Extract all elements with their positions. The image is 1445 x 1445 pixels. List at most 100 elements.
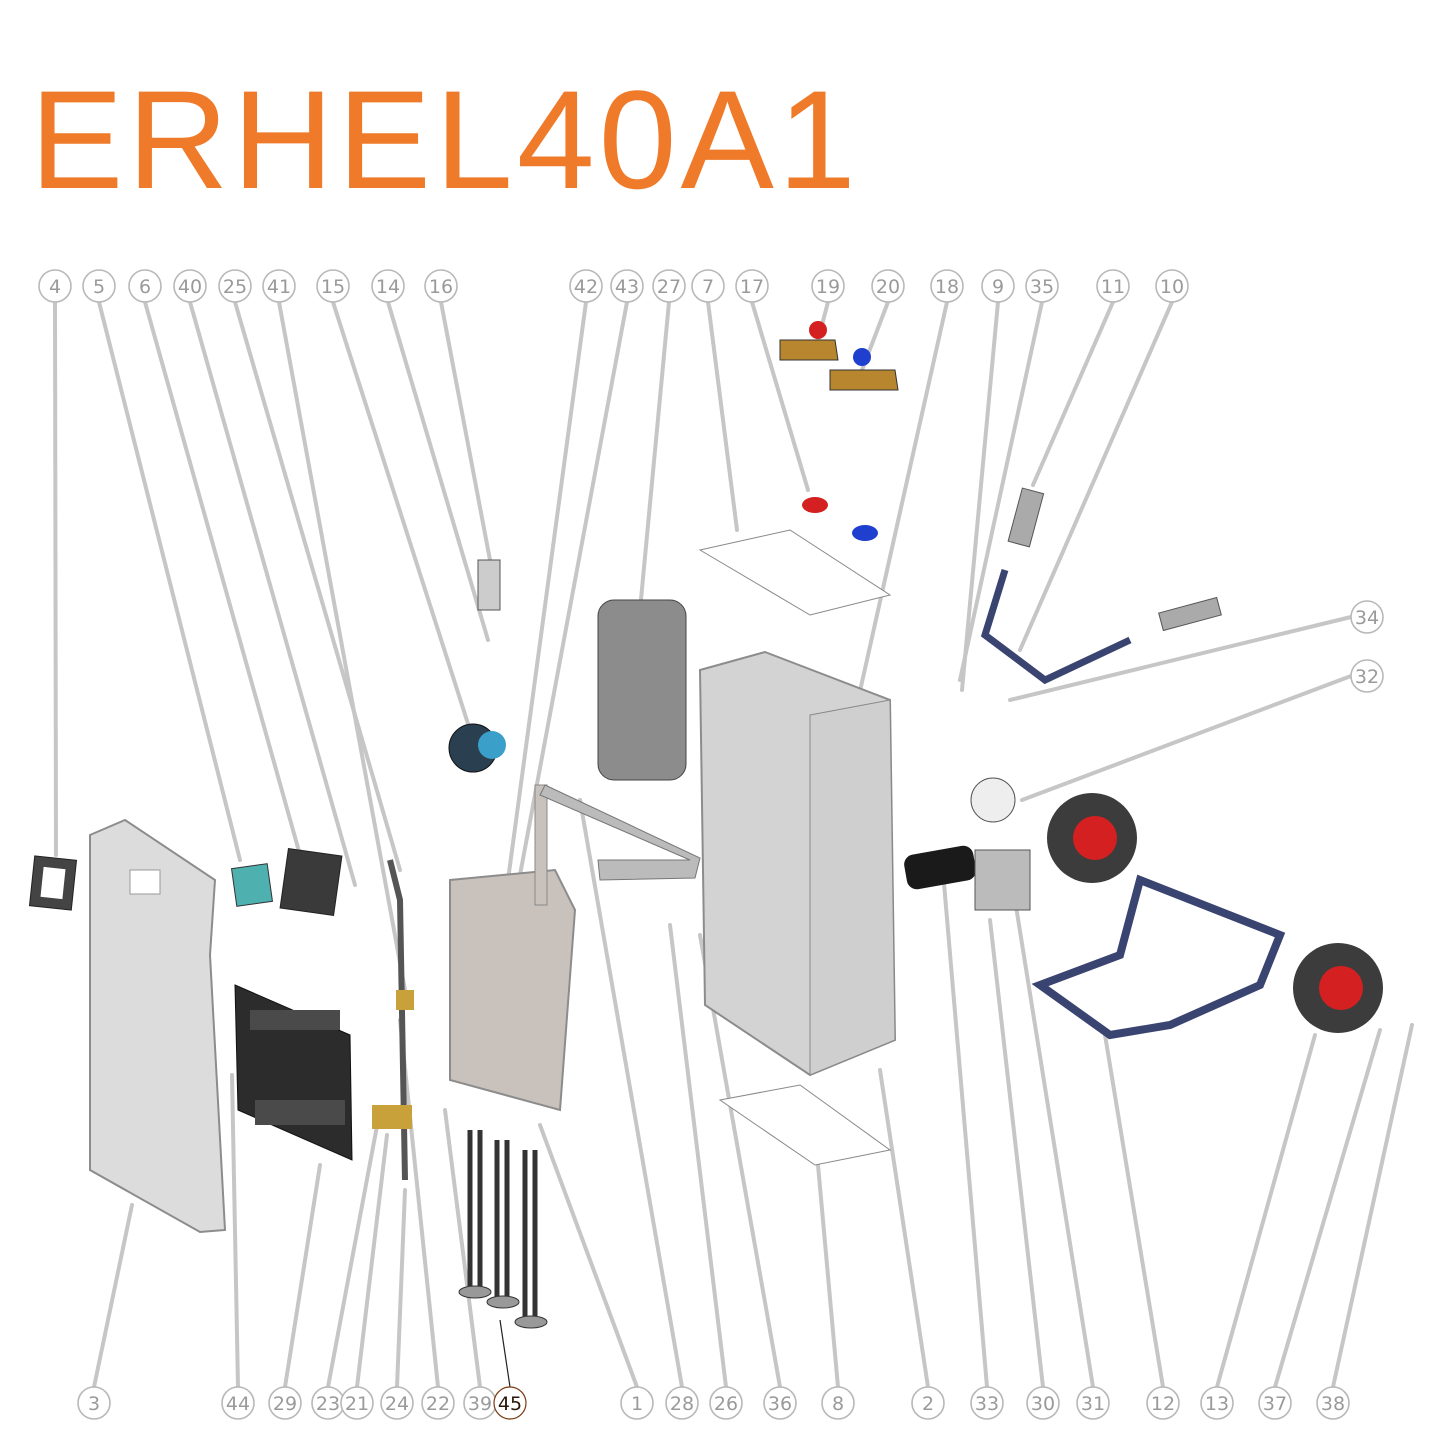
leader-line [1273,1028,1382,1389]
wheel-hub [1319,966,1363,1010]
callout-number: 41 [267,276,291,298]
callout-circle [1316,1386,1350,1420]
callout-12: 12 [1146,1386,1180,1420]
callout-20: 20 [871,269,905,303]
red-gasket [802,497,828,513]
valve-fitting [372,1105,412,1129]
carry-handle [980,568,1132,685]
leader-line [638,300,671,612]
callout-number: 21 [345,1393,369,1415]
callout-number: 26 [714,1393,738,1415]
wheel-hub [1073,816,1117,860]
callout-circle [1200,1386,1234,1420]
mounting-bracket [539,784,701,881]
heating-element-flange [514,1315,548,1329]
leader-line [143,300,302,857]
callout-number: 11 [1101,276,1125,298]
callout-number: 38 [1321,1393,1345,1415]
leader-line [53,300,58,857]
callout-circle [620,1386,654,1420]
leader-line [97,300,242,862]
callout-number: 7 [702,276,714,298]
leader-line [750,300,810,492]
callout-number: 19 [816,276,840,298]
callout-circle [421,1386,455,1420]
callout-45: 45 [493,1386,527,1420]
callout-circle [218,269,252,303]
callout-38: 38 [1316,1386,1350,1420]
callout-circle [610,269,644,303]
leader-line [395,1188,407,1389]
motor-unit [974,849,1031,911]
callout-number: 10 [1160,276,1184,298]
callout-circle [652,269,686,303]
callout-9: 9 [981,269,1015,303]
callout-number: 31 [1081,1393,1105,1415]
callout-number: 15 [321,276,345,298]
callout-circle [82,269,116,303]
callout-number: 37 [1263,1393,1287,1415]
leader-line [1020,674,1353,802]
callout-41: 41 [262,269,296,303]
page-title: ERHEL40A1 [30,61,860,218]
callout-6: 6 [128,269,162,303]
heating-tank [449,868,577,1112]
handle-grip [1158,596,1222,632]
leader-line [1031,300,1115,487]
callout-40: 40 [173,269,207,303]
leader-line [326,1108,382,1389]
callout-37: 37 [1258,1386,1292,1420]
leader-line [439,300,492,562]
callout-2: 2 [911,1386,945,1420]
callout-number: 32 [1355,666,1379,688]
callout-number: 25 [223,276,247,298]
callout-circle [268,1386,302,1420]
callout-number: 13 [1205,1393,1229,1415]
leader-line [1103,1033,1165,1389]
leader-line [1013,898,1095,1389]
heating-elements [467,1130,538,1320]
callout-4: 4 [38,269,72,303]
leader-line [878,1068,930,1389]
callout-number: 12 [1151,1393,1175,1415]
callout-circle [691,269,725,303]
outlet-valve-blue [829,369,899,391]
leader-line [277,300,407,992]
leader-line [706,300,739,532]
callout-27: 27 [652,269,686,303]
callout-circle [1350,659,1384,693]
leader-line [958,300,1044,682]
callout-circle [911,1386,945,1420]
callout-39: 39 [463,1386,497,1420]
leader-line [283,1163,322,1389]
callout-circle [173,269,207,303]
callout-number: 6 [139,276,151,298]
callout-number: 42 [574,276,598,298]
callout-number: 30 [1031,1393,1055,1415]
filter-cartridge [904,845,977,890]
callout-circle [1096,269,1130,303]
callout-3: 3 [77,1386,111,1420]
leader-line [331,300,480,757]
callout-33: 33 [970,1386,1004,1420]
callout-circle [380,1386,414,1420]
expansion-vessel [597,599,687,781]
callout-circle [811,269,845,303]
callout-number: 8 [832,1393,844,1415]
callout-44: 44 [221,1386,255,1420]
leader-line [398,1018,440,1389]
callout-circle [1146,1386,1180,1420]
callout-number: 3 [88,1393,100,1415]
callout-circle [77,1386,111,1420]
callout-number: 24 [385,1393,409,1415]
callout-circle [371,269,405,303]
callout-circle [763,1386,797,1420]
leader-line [940,858,989,1389]
callout-number: 29 [273,1393,297,1415]
leader-line [1018,300,1174,652]
callout-circle [316,269,350,303]
leader-line [988,918,1045,1389]
callout-circle [981,269,1015,303]
